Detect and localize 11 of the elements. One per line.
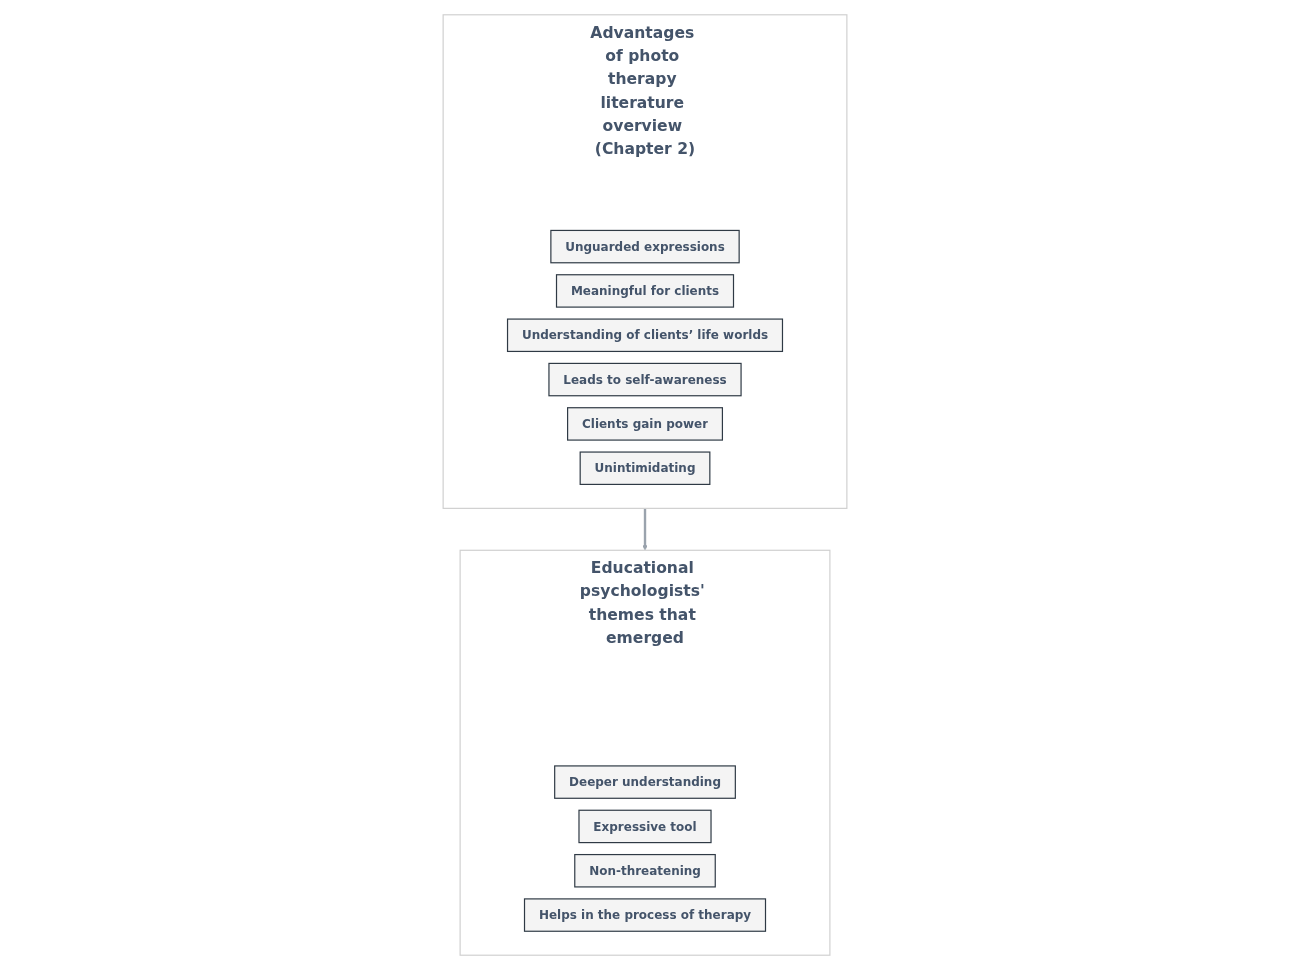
node-box: Deeper understanding [554,764,736,799]
node-box: Unguarded expressions [550,229,740,263]
node-box: Understanding of clients’ life worlds [506,317,784,352]
node-box: Helps in the process of therapy [523,897,767,932]
node-box: Non-threatening [574,853,716,887]
node-box: Expressive tool [578,809,712,843]
node-box: Unintimidating [579,450,711,485]
node-box: Leads to self-awareness [548,362,742,396]
node-box: Meaningful for clients [555,273,735,308]
arrow [642,507,648,551]
node-box: Clients gain power [567,406,723,441]
